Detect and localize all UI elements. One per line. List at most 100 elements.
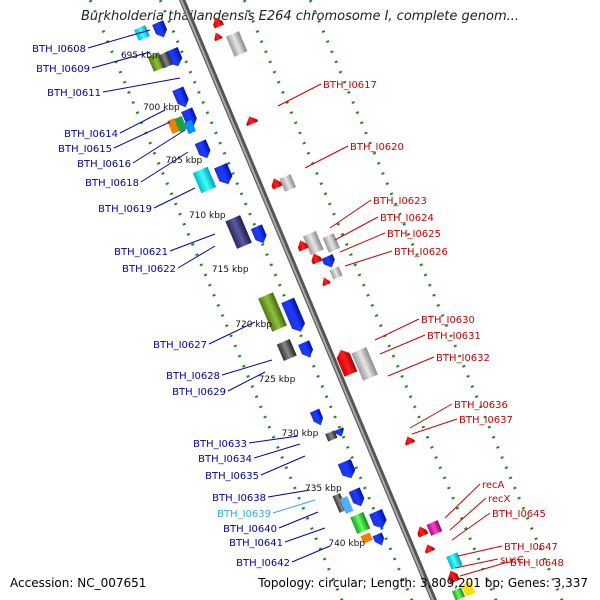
reverse-gene-label-8[interactable]: BTH_I0632 xyxy=(436,353,490,364)
forward-gene-26-body xyxy=(350,511,371,535)
forward-gene-label-6[interactable]: BTH_I0618 xyxy=(85,178,139,189)
reverse-gene-label-16[interactable]: BTH_I0648 xyxy=(510,558,564,569)
reverse-gene-label-15[interactable]: BTH_I0647 xyxy=(504,542,558,553)
forward-gene-label-17[interactable]: BTH_I0639 xyxy=(217,509,271,520)
forward-gene-29-body xyxy=(372,532,385,546)
reverse-gene-11 xyxy=(329,266,343,280)
reverse-gene-17 xyxy=(417,526,429,538)
reverse-gene-5 xyxy=(271,178,283,190)
forward-gene-0-body xyxy=(152,20,168,38)
scale-label-8: 735 kbp xyxy=(305,484,342,494)
forward-gene-22 xyxy=(337,458,356,479)
forward-gene-label-8[interactable]: BTH_I0621 xyxy=(114,247,168,258)
forward-leader-11 xyxy=(221,359,273,376)
forward-gene-label-16[interactable]: BTH_I0638 xyxy=(212,493,266,504)
reverse-gene-label-3[interactable]: BTH_I0624 xyxy=(380,213,434,224)
forward-gene-label-3[interactable]: BTH_I0614 xyxy=(64,129,118,140)
forward-gene-label-14[interactable]: BTH_I0634 xyxy=(198,454,252,465)
reverse-gene-6-body xyxy=(302,231,324,255)
reverse-gene-18-body xyxy=(425,544,436,554)
forward-gene-label-9[interactable]: BTH_I0622 xyxy=(122,264,176,275)
forward-gene-label-19[interactable]: BTH_I0641 xyxy=(229,538,283,549)
reverse-gene-14 xyxy=(336,350,358,377)
forward-gene-13-body xyxy=(225,215,252,249)
forward-gene-24-body xyxy=(332,493,347,513)
reverse-gene-label-5[interactable]: BTH_I0626 xyxy=(394,247,448,258)
forward-gene-21 xyxy=(333,427,344,437)
forward-gene-26 xyxy=(350,511,371,535)
forward-gene-label-7[interactable]: BTH_I0619 xyxy=(98,204,152,215)
scale-label-6: 725 kbp xyxy=(259,375,296,385)
forward-gene-19-body xyxy=(309,408,324,426)
reverse-gene-15-body xyxy=(405,436,416,446)
forward-gene-label-11[interactable]: BTH_I0628 xyxy=(166,371,220,382)
reverse-gene-13 xyxy=(351,347,378,381)
forward-gene-22-body xyxy=(337,458,356,479)
scale-label-9: 740 kbp xyxy=(328,539,365,549)
reverse-gene-label-10[interactable]: BTH_I0637 xyxy=(459,415,513,426)
reverse-gene-label-13[interactable]: BTH_I0645 xyxy=(492,509,546,520)
forward-gene-label-13[interactable]: BTH_I0633 xyxy=(193,439,247,450)
forward-gene-label-4[interactable]: BTH_I0615 xyxy=(58,144,112,155)
forward-gene-19 xyxy=(309,408,324,426)
forward-gene-label-2[interactable]: BTH_I0611 xyxy=(47,88,101,99)
reverse-gene-10-body xyxy=(311,253,323,265)
forward-gene-label-1[interactable]: BTH_I0609 xyxy=(36,64,90,75)
forward-gene-12 xyxy=(192,166,217,194)
reverse-gene-label-7[interactable]: BTH_I0631 xyxy=(427,331,481,342)
reverse-leader-10 xyxy=(411,418,458,435)
reverse-gene-1-body xyxy=(225,31,248,57)
forward-gene-17-body xyxy=(276,338,297,362)
reverse-gene-label-0[interactable]: BTH_I0617 xyxy=(323,80,377,91)
reverse-gene-17-body xyxy=(417,526,429,538)
reverse-gene-2 xyxy=(214,32,223,42)
forward-gene-label-12[interactable]: BTH_I0629 xyxy=(172,387,226,398)
reverse-gene-label-1[interactable]: BTH_I0620 xyxy=(350,142,404,153)
reverse-gene-16-body xyxy=(426,520,443,536)
forward-gene-label-20[interactable]: BTH_I0642 xyxy=(236,558,290,569)
reverse-gene-0 xyxy=(213,17,224,29)
reverse-gene-label-4[interactable]: BTH_I0625 xyxy=(387,229,441,240)
forward-gene-label-15[interactable]: BTH_I0635 xyxy=(205,471,259,482)
reverse-gene-label-14[interactable]: sucC xyxy=(500,555,524,566)
reverse-gene-label-2[interactable]: BTH_I0623 xyxy=(373,196,427,207)
accession-label: Accession: xyxy=(10,576,74,590)
forward-gene-5-body xyxy=(172,86,189,108)
reverse-gene-20-body xyxy=(448,570,460,584)
reverse-gene-19-body xyxy=(446,552,463,570)
reverse-gene-label-9[interactable]: BTH_I0636 xyxy=(454,400,508,411)
forward-gene-21-body xyxy=(333,427,344,437)
forward-gene-18 xyxy=(298,340,314,358)
forward-leader-2 xyxy=(102,77,181,93)
forward-gene-9 xyxy=(183,119,197,135)
forward-gene-label-0[interactable]: BTH_I0608 xyxy=(32,44,86,55)
reverse-gene-8-body xyxy=(297,240,309,252)
forward-leader-13 xyxy=(248,435,299,444)
forward-gene-28-body xyxy=(360,532,373,544)
reverse-gene-14-body xyxy=(336,350,358,377)
forward-gene-label-5[interactable]: BTH_I0616 xyxy=(77,159,131,170)
forward-gene-1-body xyxy=(134,25,150,41)
reverse-leader-11 xyxy=(444,483,481,519)
forward-gene-label-10[interactable]: BTH_I0627 xyxy=(153,340,207,351)
reverse-gene-label-12[interactable]: recX xyxy=(488,494,511,505)
forward-leader-8 xyxy=(169,233,216,252)
reverse-gene-label-11[interactable]: recA xyxy=(482,480,505,491)
length-value: 3,809,201 bp; xyxy=(419,576,505,590)
reverse-gene-label-6[interactable]: BTH_I0630 xyxy=(421,315,475,326)
reverse-leader-14 xyxy=(454,558,499,569)
track-dots-1 xyxy=(158,0,414,600)
forward-leader-0 xyxy=(87,29,151,49)
reverse-leader-9 xyxy=(409,403,453,429)
forward-gene-23-body xyxy=(348,487,365,507)
forward-gene-1 xyxy=(134,25,150,41)
reverse-gene-11-body xyxy=(329,266,343,280)
forward-leader-14 xyxy=(253,443,301,459)
forward-leader-3 xyxy=(119,109,166,134)
forward-gene-label-18[interactable]: BTH_I0640 xyxy=(223,524,277,535)
reverse-gene-7 xyxy=(322,233,340,253)
forward-gene-11 xyxy=(214,163,233,185)
forward-leader-10 xyxy=(208,321,256,345)
accession-value: NC_007651 xyxy=(77,576,147,590)
